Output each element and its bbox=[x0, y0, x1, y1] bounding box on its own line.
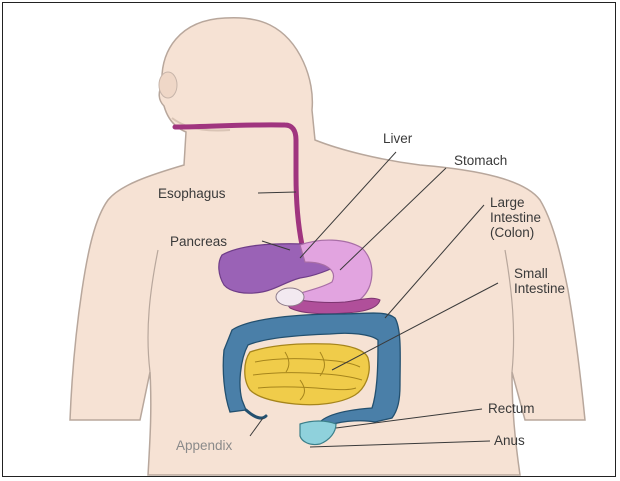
label-stomach: Stomach bbox=[454, 153, 507, 168]
label-large-intestine-line2: Intestine bbox=[490, 210, 541, 225]
label-anus: Anus bbox=[494, 433, 525, 448]
label-liver: Liver bbox=[383, 131, 412, 146]
label-esophagus: Esophagus bbox=[158, 186, 226, 201]
label-large-intestine-line1: Large bbox=[490, 195, 525, 210]
ear bbox=[159, 72, 177, 98]
label-appendix: Appendix bbox=[176, 438, 232, 453]
label-large-intestine-line3: (Colon) bbox=[490, 225, 534, 240]
label-rectum: Rectum bbox=[488, 401, 535, 416]
duodenum-loop bbox=[276, 288, 304, 306]
label-small-intestine-line1: Small bbox=[514, 266, 548, 281]
label-small-intestine-line2: Intestine bbox=[514, 281, 565, 296]
label-pancreas: Pancreas bbox=[170, 234, 227, 249]
